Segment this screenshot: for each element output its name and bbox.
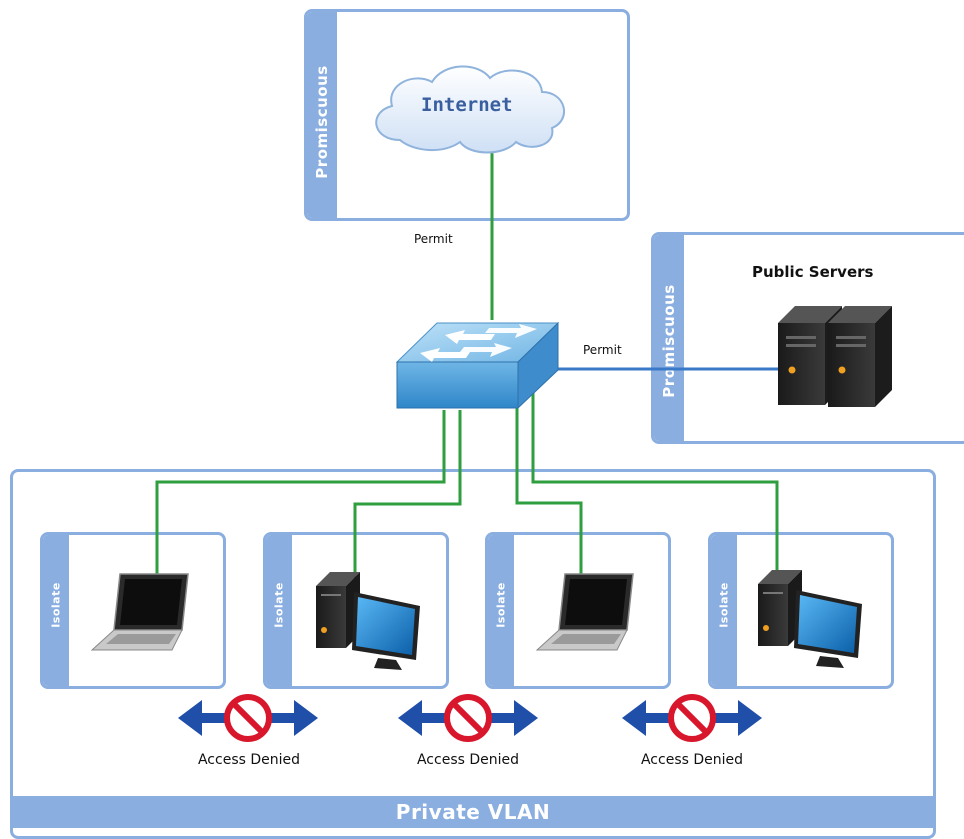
access-denied-label-1: Access Denied bbox=[197, 752, 301, 768]
access-denied-label-2: Access Denied bbox=[416, 752, 520, 768]
internet-permit-label: Permit bbox=[414, 232, 453, 246]
host-cable-1 bbox=[155, 410, 446, 580]
access-denied-label-3: Access Denied bbox=[640, 752, 744, 768]
access-denied-arrow-icon bbox=[398, 694, 538, 742]
promiscuous-strip: Promiscuous bbox=[307, 12, 337, 218]
internet-cloud-icon bbox=[375, 65, 565, 154]
network-cables bbox=[155, 142, 785, 580]
private-vlan-label: Private VLAN bbox=[395, 800, 551, 824]
isolate-strip: Isolate bbox=[488, 535, 514, 686]
laptop-icon bbox=[90, 573, 189, 651]
isolate-strip: Isolate bbox=[711, 535, 737, 686]
switch-icon bbox=[395, 321, 560, 410]
isolate-strip: Isolate bbox=[43, 535, 69, 686]
private-vlan-bar: Private VLAN bbox=[13, 796, 933, 828]
internet-promiscuous-zone: Promiscuous bbox=[304, 9, 630, 221]
host-cable-4 bbox=[531, 393, 779, 580]
desktop-computer-icon bbox=[316, 572, 420, 670]
access-denied-arrow-icon bbox=[622, 694, 762, 742]
server-icon bbox=[778, 306, 842, 405]
server-permit-label: Permit bbox=[583, 343, 622, 357]
internet-label: Internet bbox=[421, 94, 513, 116]
public-servers-label: Public Servers bbox=[752, 263, 874, 281]
server-icon bbox=[828, 306, 892, 407]
host-cable-2 bbox=[353, 410, 462, 580]
access-denied-arrow-icon bbox=[178, 694, 318, 742]
isolate-strip: Isolate bbox=[266, 535, 292, 686]
desktop-computer-icon bbox=[758, 570, 862, 668]
laptop-icon bbox=[535, 573, 634, 651]
promiscuous-strip: Promiscuous bbox=[654, 235, 684, 441]
host-cable-3 bbox=[515, 398, 583, 580]
